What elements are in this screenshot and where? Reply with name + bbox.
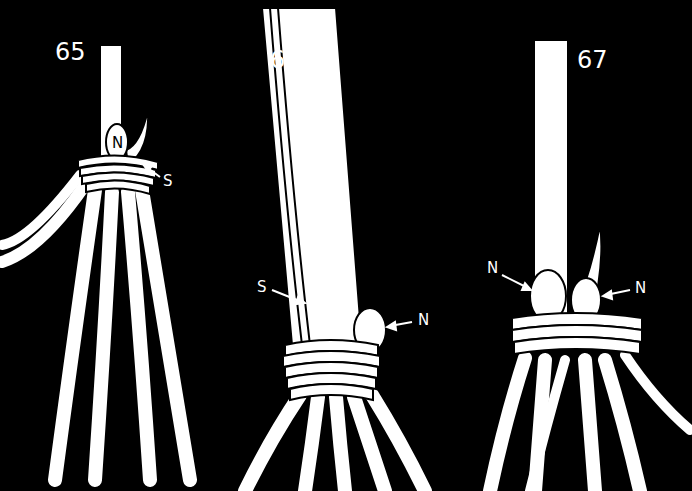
strand-label: N	[112, 136, 123, 151]
strand-label: N	[418, 313, 429, 328]
leader-arrows	[143, 164, 630, 330]
strand-label: N	[487, 261, 498, 276]
figure-number: 67	[577, 48, 608, 72]
strand-label: S	[257, 280, 267, 295]
strand-label: N	[635, 281, 646, 296]
rods	[100, 8, 568, 345]
whipping-turns	[78, 155, 642, 400]
figure-number: 65	[55, 40, 86, 64]
strand-label: S	[163, 174, 173, 189]
figure-number: 66	[270, 48, 301, 72]
